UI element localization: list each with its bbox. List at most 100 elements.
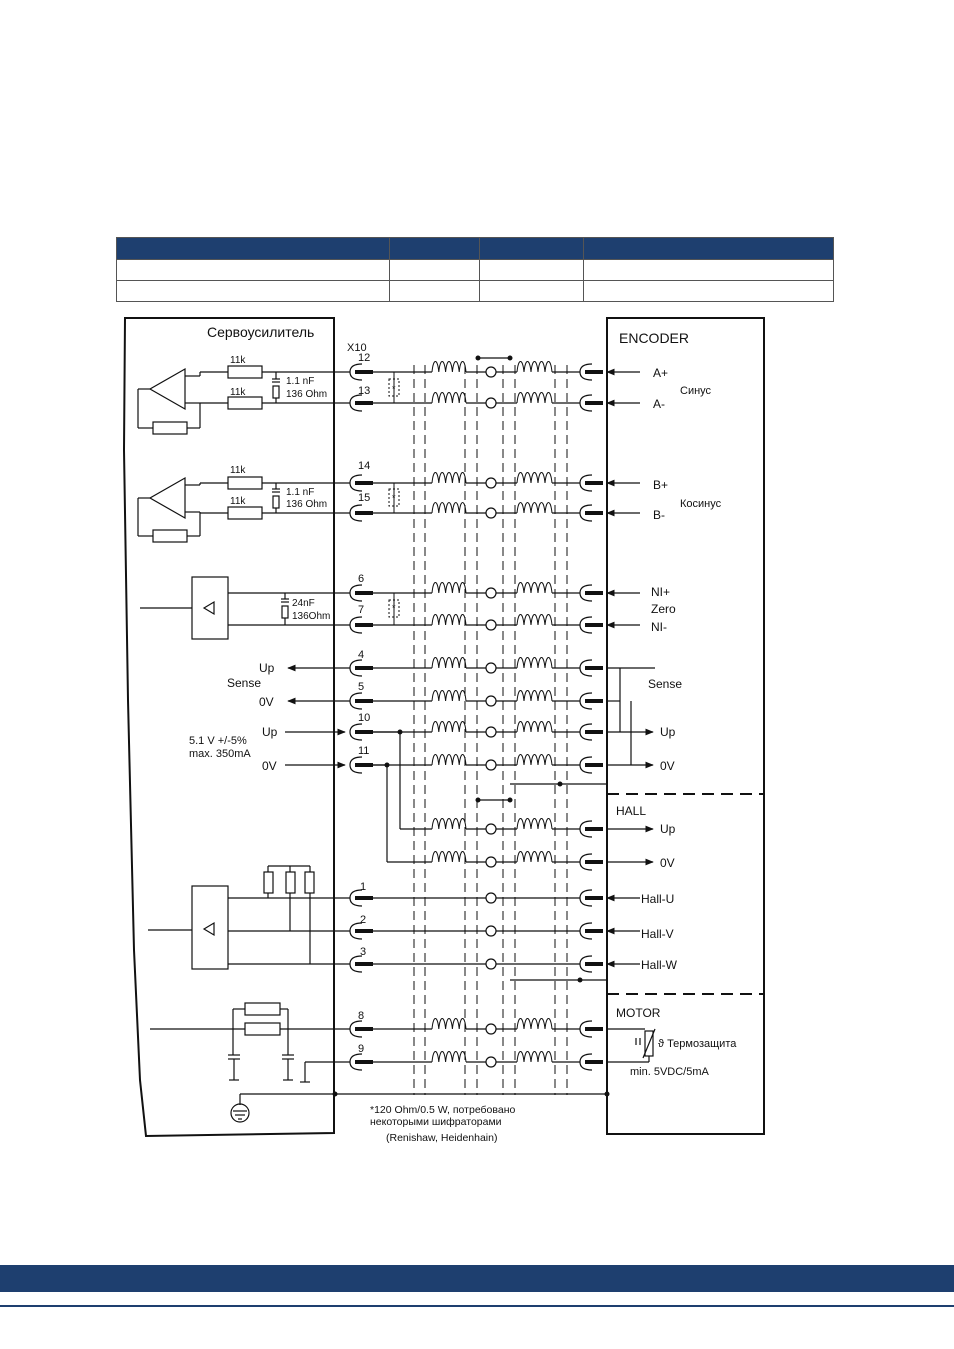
pin-number: 12 (358, 352, 370, 364)
up-label: Up (660, 725, 676, 739)
hall-title: HALL (616, 804, 646, 818)
terminal-circle (485, 958, 497, 970)
twisted-pair (516, 754, 553, 766)
twisted-pair (516, 851, 553, 863)
zero-v-label: 0V (660, 856, 675, 870)
twisted-pair (431, 754, 467, 766)
hall-u-label: Hall-U (641, 892, 674, 906)
footnote: *120 Ohm/0.5 W, потребовано некоторыми ш… (370, 1104, 515, 1144)
junction-dot (507, 797, 513, 803)
connector-pin (585, 511, 603, 515)
terminal-circle (485, 695, 497, 707)
connector-pin (355, 511, 373, 515)
note-line: некоторыми шифраторами (370, 1116, 502, 1128)
connector-pin (585, 860, 603, 864)
twisted-pair (431, 1051, 467, 1063)
junction-dot (557, 781, 563, 787)
signal-label: NI- (651, 620, 667, 634)
terminal-circle (485, 856, 497, 868)
pin-number: 11 (358, 745, 369, 757)
twisted-pair (431, 690, 467, 702)
amplifier-box (122, 317, 335, 1138)
connector-pin (355, 896, 373, 900)
supply-labels: Up Sense 0V Up 5.1 V +/-5% max. 350mA 0V (189, 661, 278, 773)
twisted-pair (516, 721, 553, 733)
connector-pin (355, 730, 373, 734)
pin-number: 3 (360, 946, 366, 958)
pin-number: 5 (358, 681, 364, 693)
terminal-circle (485, 477, 497, 489)
terminal-circle (485, 662, 497, 674)
connector-pin (355, 666, 373, 670)
twisted-pair (516, 614, 553, 626)
encoder-box (606, 317, 765, 1135)
connector-pin (585, 370, 603, 374)
twisted-pair (431, 472, 467, 484)
thermal-input-circuit (150, 1002, 607, 1123)
twisted-pair (516, 657, 553, 669)
up-label: Up (259, 661, 275, 675)
pin-number: 1 (360, 881, 366, 893)
connector-pin (585, 896, 603, 900)
connector-pin (585, 929, 603, 933)
pin-number: 9 (358, 1043, 364, 1055)
resistor-label: 136 Ohm (286, 499, 327, 510)
table-cell (583, 280, 834, 302)
connector-pin (585, 699, 603, 703)
twisted-pair (516, 472, 553, 484)
twisted-pair (431, 614, 467, 626)
signal-label: B- (653, 508, 665, 522)
table-row (116, 259, 834, 281)
table-row (116, 280, 834, 302)
pin-number: 10 (358, 712, 370, 724)
pin-number: 4 (358, 649, 364, 661)
pin-numbers: 12 13 14 15 6 7 4 5 10 11 1 2 3 8 9 (358, 352, 370, 1055)
twisted-pair (516, 502, 553, 514)
terminal-circle (485, 366, 497, 378)
twisted-pair (431, 721, 467, 733)
pin-number: 14 (358, 460, 370, 472)
connector-pin (585, 666, 603, 670)
connector-pin (585, 623, 603, 627)
terminal-circle (485, 397, 497, 409)
cosine-input-circuit (137, 476, 350, 543)
motor-title: MOTOR (616, 1006, 661, 1020)
signal-label: A- (653, 397, 665, 411)
twisted-pair (431, 851, 467, 863)
twisted-pair (431, 392, 467, 404)
star-mark: * (392, 603, 396, 613)
connector-pin (355, 481, 373, 485)
resistor-label: 136Ohm (292, 611, 330, 622)
twisted-pair (431, 582, 467, 594)
resistor-label: 11k (230, 465, 246, 476)
up-label: Up (262, 725, 278, 739)
spec-label: min. 5VDC/5mA (630, 1066, 710, 1078)
terminal-circle (485, 587, 497, 599)
group-label: Синус (680, 385, 712, 397)
connector-pin (355, 763, 373, 767)
group-label: Косинус (680, 498, 722, 510)
thermal-sensor (607, 1028, 656, 1063)
twisted-pair (516, 1018, 553, 1030)
connector-pin (585, 481, 603, 485)
terminal-circle (485, 726, 497, 738)
terminal-circle (485, 823, 497, 835)
junction-dot (577, 977, 583, 983)
connector-pin (355, 699, 373, 703)
supply-wiring (285, 664, 432, 863)
terminal-circle (485, 507, 497, 519)
terminal-circle (485, 925, 497, 937)
encoder-sense-wiring (607, 667, 655, 866)
termination-stars: * * * (392, 384, 396, 613)
connector-pin (585, 763, 603, 767)
footer-line (0, 1305, 954, 1307)
twisted-pair (516, 690, 553, 702)
zero-comparator (140, 576, 350, 640)
terminal-circle (485, 892, 497, 904)
pin-number: 15 (358, 492, 370, 504)
pin-number: 7 (358, 604, 364, 616)
connector-pin (585, 1060, 603, 1064)
up-label: Up (660, 822, 676, 836)
hall-w-label: Hall-W (641, 958, 678, 972)
